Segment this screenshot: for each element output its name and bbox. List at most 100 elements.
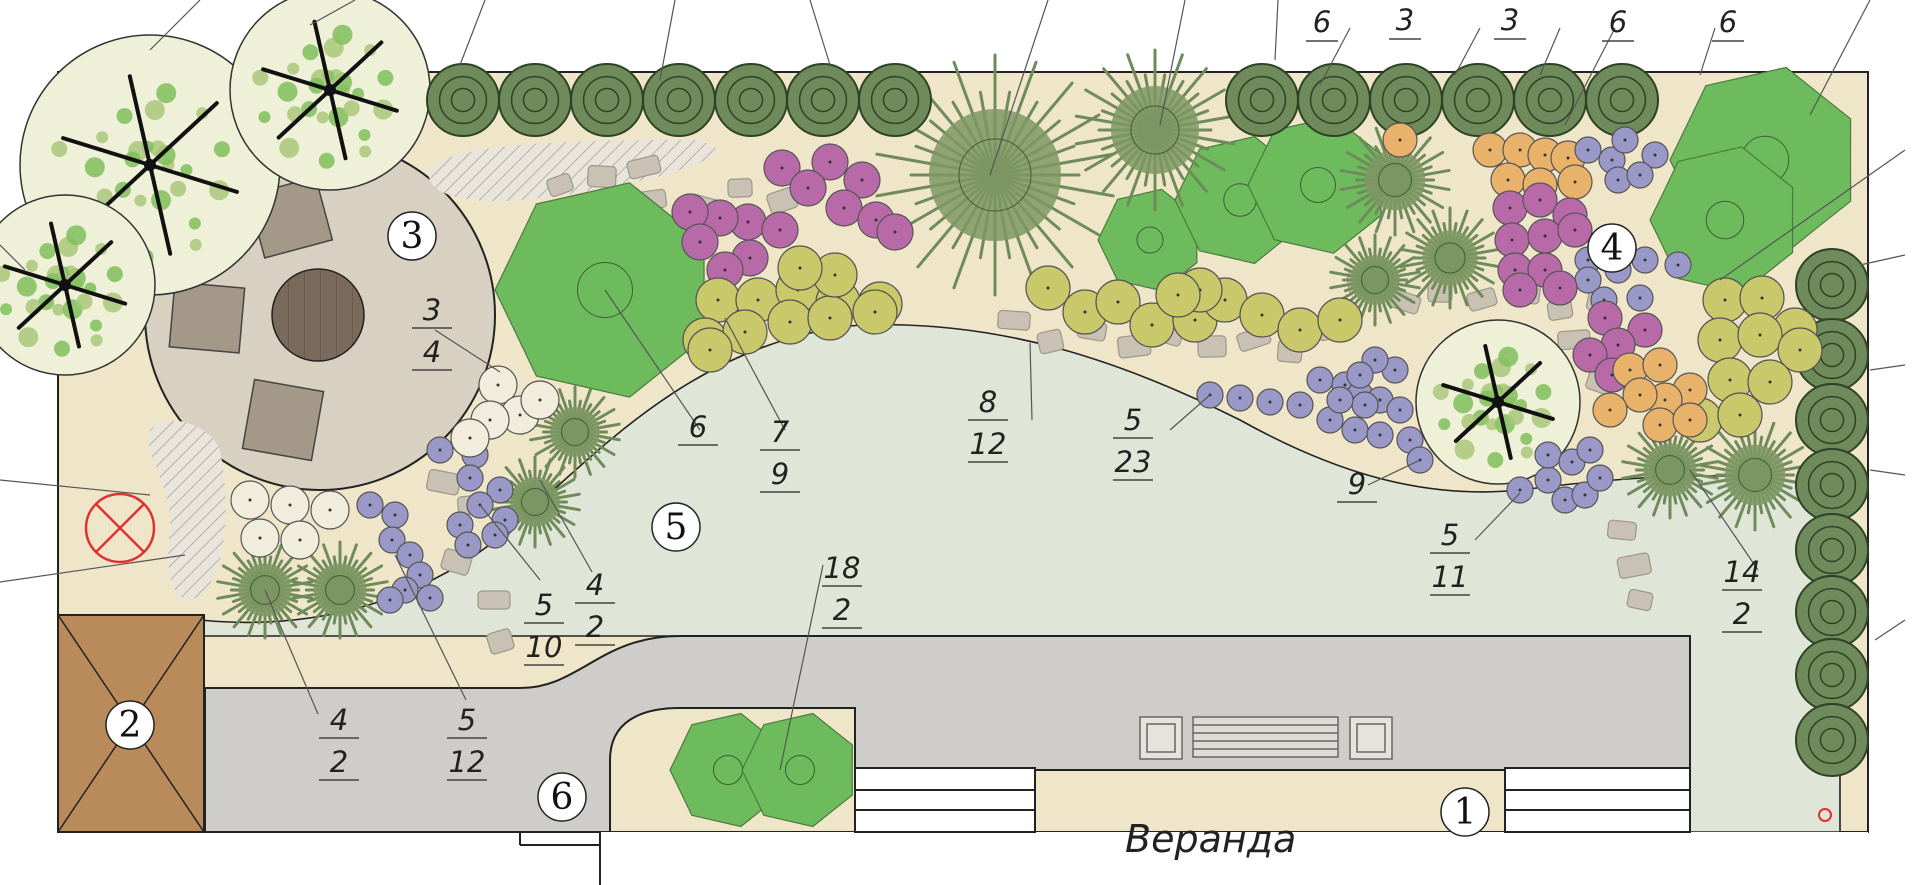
flower-dot: [1176, 293, 1180, 297]
leader-line: [1869, 364, 1906, 371]
grass: [1399, 206, 1501, 310]
conifer-crown: [786, 63, 860, 137]
flower-dot: [1608, 408, 1612, 412]
tree-branch: [61, 136, 152, 167]
flower-dot: [1260, 313, 1264, 317]
flower-dot: [833, 273, 837, 277]
zone-circle: [651, 502, 701, 552]
zone-number: 4: [1601, 228, 1624, 269]
tree-branch: [312, 19, 332, 92]
flower-dot: [390, 538, 394, 542]
shrub-center: [1136, 226, 1164, 254]
stepping-stone: [1036, 328, 1065, 355]
conifer-ring: [438, 75, 488, 125]
flower-dot: [248, 498, 252, 502]
flower-dot: [1408, 438, 1412, 442]
flower-dot: [288, 503, 292, 507]
flower-dot: [1508, 206, 1512, 210]
conifer-ring: [1819, 407, 1845, 433]
tree-branch: [63, 283, 81, 349]
flower-dot: [393, 513, 397, 517]
plant-number: 5: [1441, 518, 1459, 552]
flower-dot: [458, 523, 462, 527]
conifer-ring: [450, 87, 476, 113]
fire-pit-symbol: [84, 492, 156, 564]
tree-leaf: [318, 152, 335, 169]
conifer: [1795, 703, 1869, 777]
flower-dot: [1268, 400, 1272, 404]
tree: [0, 194, 156, 376]
conifer: [642, 63, 716, 137]
flower-dot: [503, 518, 507, 522]
flower-dot: [842, 206, 846, 210]
flower-dot: [723, 268, 727, 272]
conifer-ring: [798, 75, 848, 125]
flower-dot: [1583, 493, 1587, 497]
flower-dot: [1398, 408, 1402, 412]
conifer-crown: [1795, 638, 1869, 712]
tree-branch: [328, 40, 384, 92]
flower-cluster: [1025, 265, 1363, 353]
grass-center: [1361, 266, 1389, 294]
fraction-label: 510: [524, 588, 564, 666]
leader-line: [434, 329, 501, 373]
tree-leaf: [90, 319, 103, 332]
fraction-label: 34: [412, 293, 452, 371]
tree-leaf: [90, 334, 103, 347]
flower-dot: [1688, 418, 1692, 422]
flower-dot: [1676, 263, 1680, 267]
stepping-stone: [1197, 335, 1227, 358]
conifer-crown: [642, 63, 716, 137]
flower-dot: [1768, 380, 1772, 384]
tree-branch: [1453, 400, 1500, 444]
conifer-ring: [1807, 395, 1857, 445]
tree-trunk: [59, 279, 71, 291]
flower-dot: [498, 488, 502, 492]
flower-cluster: [682, 245, 903, 373]
flower-dot: [1298, 403, 1302, 407]
flower-dot: [1328, 418, 1332, 422]
grass: [1074, 48, 1236, 212]
conifer: [1513, 63, 1587, 137]
conifer: [570, 63, 644, 137]
conifer-ring: [1453, 75, 1503, 125]
conifer: [1795, 513, 1869, 587]
leader-line: [1564, 27, 1616, 126]
leader-line: [1539, 27, 1561, 76]
leader-line: [1809, 0, 1871, 116]
tree-leaf: [316, 111, 329, 124]
tree-leaf: [1485, 418, 1498, 431]
plant-quantity: 2: [586, 610, 604, 644]
tree-leaf: [134, 194, 147, 207]
stepping-stone: [1626, 588, 1654, 612]
conifer-ring: [1807, 587, 1857, 637]
flower-dot: [1723, 298, 1727, 302]
flower-dot: [1573, 180, 1577, 184]
tree-branch: [1496, 400, 1513, 460]
tree-branch: [148, 163, 239, 194]
flower-cluster: [1574, 126, 1669, 194]
flower-dot: [258, 536, 262, 540]
grass-core: [1350, 255, 1400, 305]
tree-leaf: [189, 238, 202, 251]
flower-dot: [1510, 238, 1514, 242]
deciduous-trees: [0, 0, 1581, 485]
grass: [489, 455, 581, 549]
flower-dot: [1518, 488, 1522, 492]
plant-quantity: 4: [423, 335, 441, 369]
conifer: [1225, 63, 1299, 137]
flower-cluster: [671, 143, 914, 289]
grass: [291, 540, 389, 640]
flower-dot: [466, 543, 470, 547]
flower-dot: [828, 160, 832, 164]
flower-dot: [1728, 378, 1732, 382]
flower-dot: [1586, 148, 1590, 152]
conifer: [714, 63, 788, 137]
leader-line: [264, 589, 319, 715]
fraction-label: 142: [1722, 555, 1762, 633]
plant-number: 4: [330, 703, 348, 737]
grass-core: [510, 477, 560, 527]
flower-dot: [1238, 396, 1242, 400]
flower-dot: [1638, 393, 1642, 397]
